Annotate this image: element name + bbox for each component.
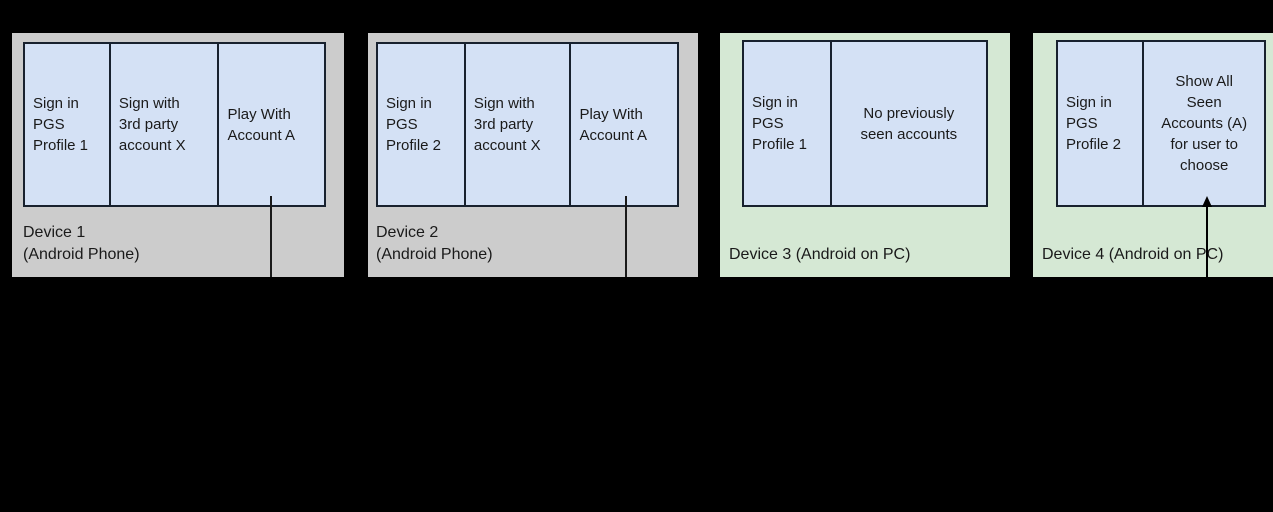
device-label: Device 1 (Android Phone) bbox=[23, 224, 140, 263]
step-box[interactable]: Play With Account A bbox=[217, 44, 324, 205]
panel-divider-line bbox=[625, 196, 627, 277]
arrow-head bbox=[1202, 196, 1212, 207]
device-panel-device-4: Sign in PGS Profile 2 Show All Seen Acco… bbox=[1033, 33, 1273, 277]
step-box[interactable]: Sign in PGS Profile 1 bbox=[752, 94, 808, 153]
device-label: Device 4 (Android on PC) bbox=[1042, 246, 1224, 263]
step-box[interactable]: Sign in PGS Profile 1 bbox=[33, 95, 89, 154]
arrow-shaft bbox=[1206, 205, 1208, 316]
device-panel-device-3: Sign in PGS Profile 1 No previously seen… bbox=[720, 33, 1010, 277]
step-box[interactable]: No previously seen accounts bbox=[829, 42, 986, 205]
screen-strip-device-2: Sign in PGS Profile 2 Sign with 3rd part… bbox=[376, 42, 679, 207]
screen-strip-device-4: Sign in PGS Profile 2 Show All Seen Acco… bbox=[1056, 40, 1266, 207]
device-panel-device-2: Sign in PGS Profile 2 Sign with 3rd part… bbox=[368, 33, 698, 277]
step-box[interactable]: Show All Seen Accounts (A) for user to c… bbox=[1142, 42, 1264, 205]
device-label: Device 3 (Android on PC) bbox=[729, 246, 911, 263]
step-box[interactable]: Play With Account A bbox=[569, 44, 677, 205]
device-label: Device 2 (Android Phone) bbox=[376, 224, 493, 263]
step-box[interactable]: Sign with 3rd party account X bbox=[463, 44, 570, 205]
step-box[interactable]: Sign with 3rd party account X bbox=[108, 44, 218, 205]
step-box[interactable]: Sign in PGS Profile 2 bbox=[386, 95, 442, 154]
device-panel-device-1: Sign in PGS Profile 1 Sign with 3rd part… bbox=[12, 33, 344, 277]
screen-strip-device-3: Sign in PGS Profile 1 No previously seen… bbox=[742, 40, 988, 207]
arrow-up-icon bbox=[1200, 196, 1214, 316]
screen-strip-device-1: Sign in PGS Profile 1 Sign with 3rd part… bbox=[23, 42, 326, 207]
step-box[interactable]: Sign in PGS Profile 2 bbox=[1066, 94, 1122, 153]
panel-divider-line bbox=[270, 196, 272, 277]
